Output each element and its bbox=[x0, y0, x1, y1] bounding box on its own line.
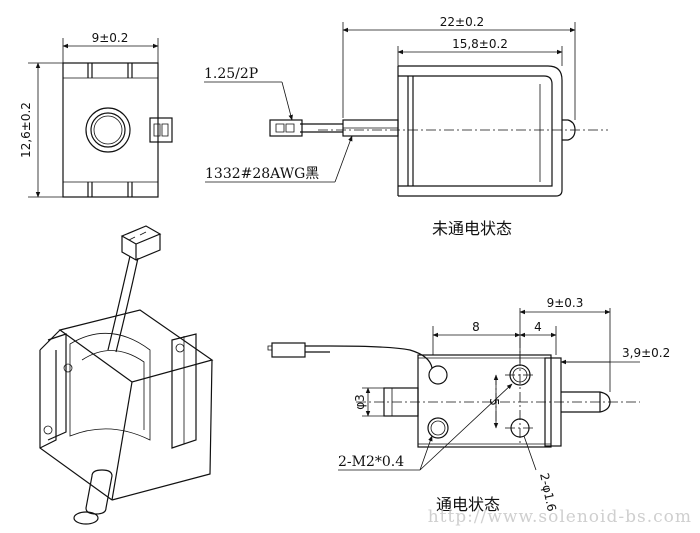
dim-8-label: 8 bbox=[472, 320, 480, 334]
front-frame bbox=[62, 62, 159, 198]
stroke-dim-label: 3,9±0.2 bbox=[622, 346, 670, 360]
front-view: 9±0.2 12,6±0.2 bbox=[19, 31, 173, 198]
bottom-connector bbox=[271, 342, 306, 358]
side-connector bbox=[269, 119, 303, 137]
iso-connector bbox=[120, 225, 162, 262]
watermark: http://www.solenoid-bs.com bbox=[428, 507, 692, 527]
phi3-dim-label: φ3 bbox=[353, 394, 367, 410]
hole-top-left bbox=[428, 365, 448, 385]
side-frame bbox=[398, 65, 563, 197]
height-dim-label: 12,6±0.2 bbox=[19, 102, 33, 158]
plunger-hole bbox=[85, 107, 131, 153]
total-length-label: 22±0.2 bbox=[440, 15, 484, 29]
dim-4-label: 4 bbox=[534, 320, 542, 334]
bottom-view: 8 4 9±0.3 3,9±0.2 φ3 5 2-M2*0.4 2-φ1.6 通… bbox=[267, 296, 670, 514]
hole-bottom-left bbox=[427, 417, 449, 439]
front-connector bbox=[149, 117, 173, 143]
iso-plunger bbox=[85, 469, 113, 515]
dim-5-label: 5 bbox=[487, 398, 501, 406]
dim-9-label: 9±0.3 bbox=[547, 296, 584, 310]
isometric-view bbox=[39, 225, 214, 525]
holes-thread-label: 2-M2*0.4 bbox=[338, 454, 404, 470]
body-length-label: 15,8±0.2 bbox=[452, 37, 508, 51]
connector-type-label: 1.25/2P bbox=[204, 66, 258, 82]
iso-frame bbox=[58, 309, 214, 383]
width-dim-label: 9±0.2 bbox=[92, 31, 129, 45]
wire-spec-label: 1332#28AWG黑 bbox=[205, 166, 319, 182]
bottom-body bbox=[417, 354, 552, 448]
iso-wire bbox=[107, 255, 139, 353]
side-view: 22±0.2 15,8±0.2 1.25/2P 1332#28AWG黑 未通电状… bbox=[204, 15, 608, 238]
unpowered-state-caption: 未通电状态 bbox=[432, 219, 512, 238]
powered-state-caption: 通电状态 bbox=[436, 495, 500, 514]
